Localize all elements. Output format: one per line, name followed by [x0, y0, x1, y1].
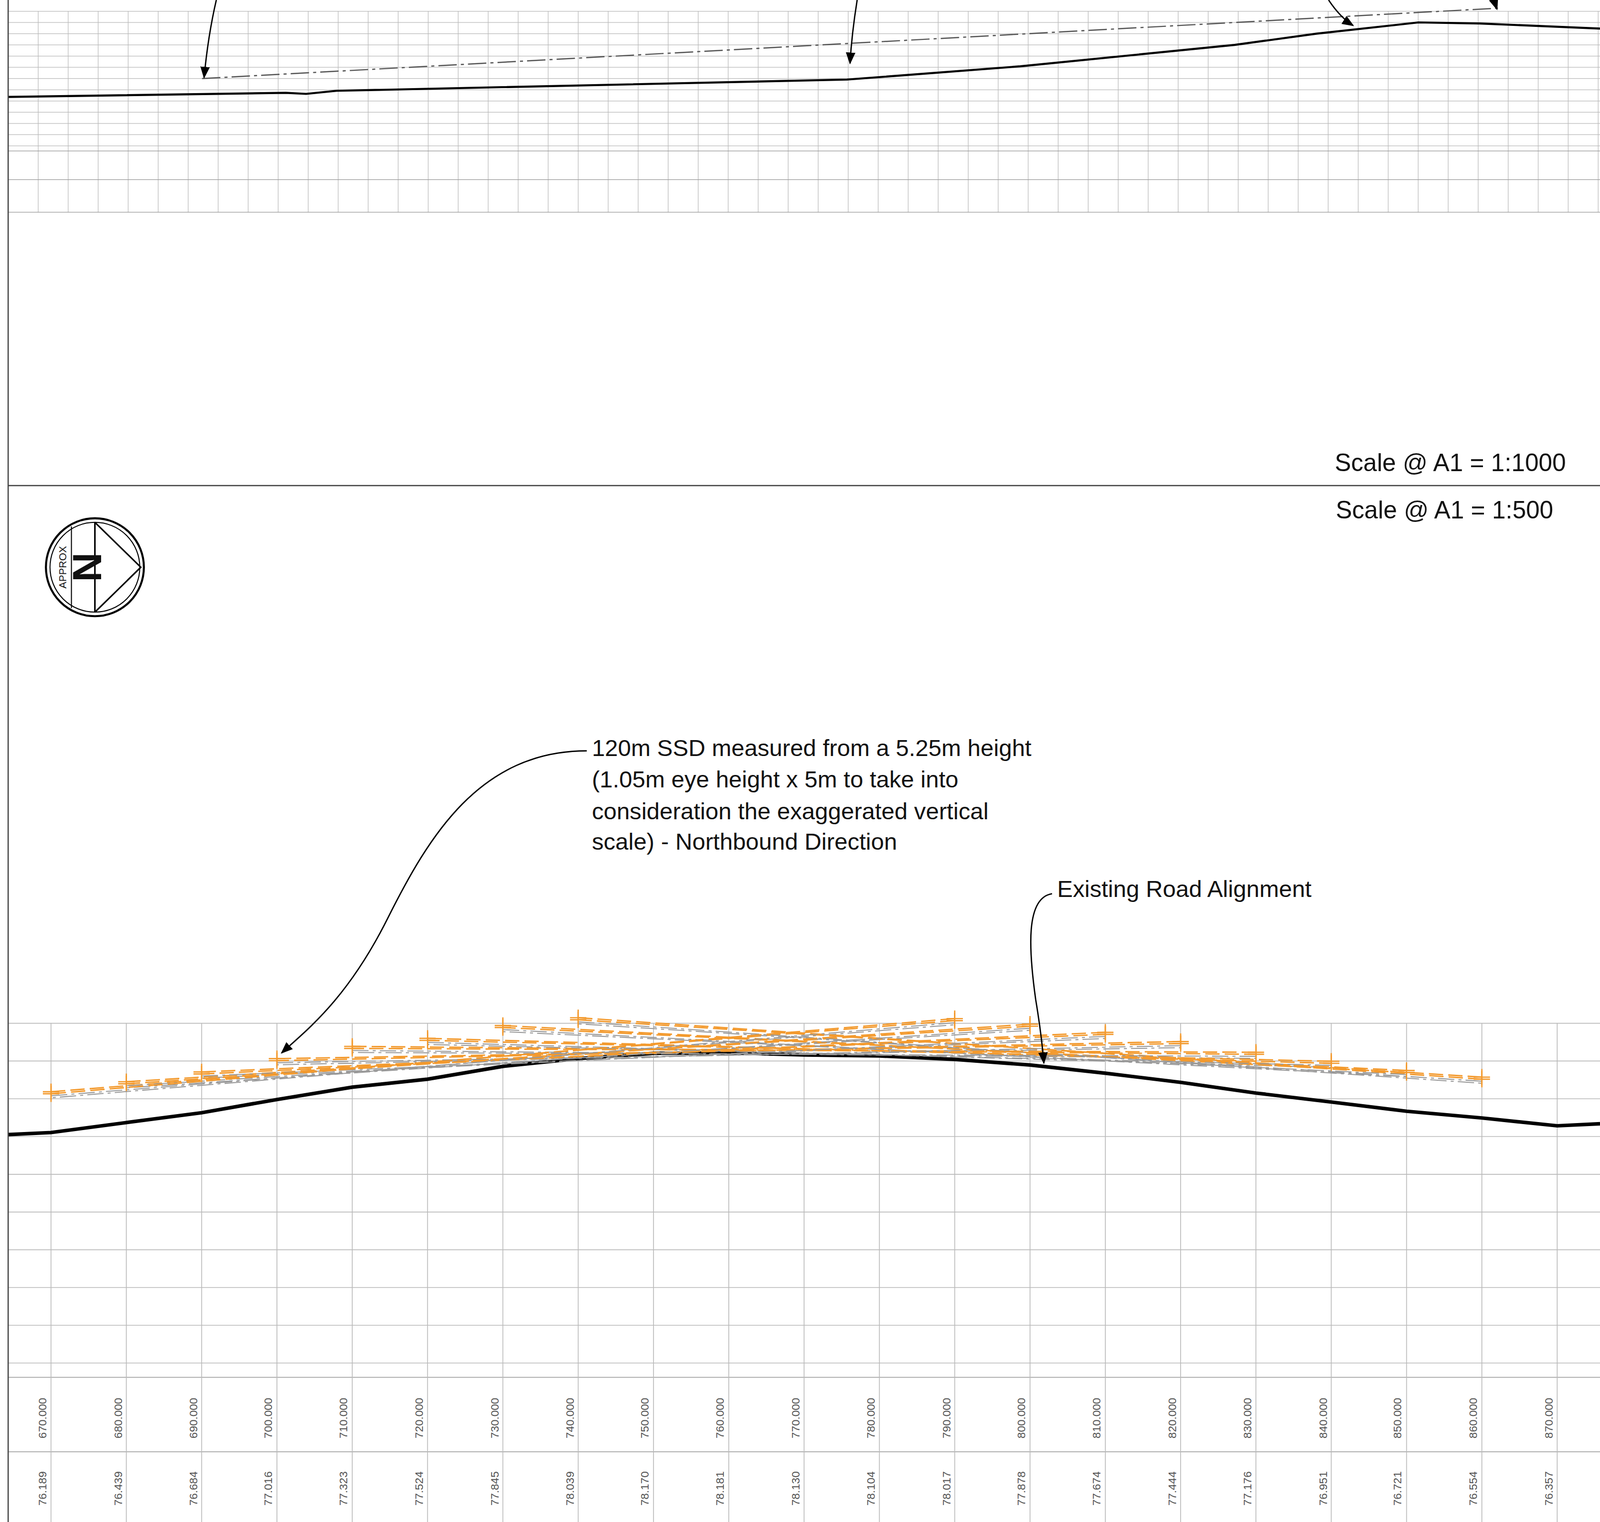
north-approx: APPROX [57, 545, 70, 589]
chainage-value: 840.000 [1316, 1398, 1331, 1439]
chainage-value: 720.000 [412, 1398, 426, 1439]
level-value: 76.357 [1542, 1471, 1556, 1506]
chainage-value: 740.000 [563, 1398, 577, 1439]
callout-note: Existing Road Alignment [1057, 875, 1312, 905]
level-value: 77.878 [1015, 1471, 1029, 1506]
level-value: 77.524 [412, 1471, 426, 1506]
level-value: 77.176 [1240, 1471, 1255, 1506]
chainage-value: 670.000 [36, 1398, 50, 1439]
chainage-value: 810.000 [1090, 1398, 1104, 1439]
level-value: 78.130 [789, 1471, 803, 1506]
chainage-value: 770.000 [789, 1398, 803, 1439]
level-value: 78.017 [939, 1471, 954, 1506]
level-value: 77.444 [1165, 1471, 1180, 1506]
level-value: 77.845 [488, 1471, 502, 1506]
chainage-value: 780.000 [864, 1398, 878, 1439]
level-value: 78.181 [713, 1471, 728, 1506]
chainage-value: 820.000 [1165, 1398, 1180, 1439]
level-value: 76.439 [111, 1471, 126, 1506]
scale-note: Scale @ A1 = 1:500 [1335, 496, 1554, 526]
level-value: 78.170 [638, 1471, 653, 1506]
level-value: 76.721 [1391, 1471, 1406, 1506]
chainage-value: 750.000 [638, 1398, 653, 1439]
chainage-value: 800.000 [1015, 1398, 1029, 1439]
chainage-value: 760.000 [713, 1398, 728, 1439]
level-value: 78.039 [563, 1471, 577, 1506]
level-value: 76.189 [36, 1471, 50, 1506]
level-value: 77.674 [1090, 1471, 1104, 1506]
chainage-value: 830.000 [1240, 1398, 1255, 1439]
chainage-value: 690.000 [186, 1398, 201, 1439]
north-letter: N [62, 552, 112, 582]
chainage-value: 860.000 [1466, 1398, 1481, 1439]
scale-note: Scale @ A1 = 1:1000 [1334, 448, 1566, 479]
chainage-value: 850.000 [1391, 1398, 1406, 1439]
level-value: 76.554 [1466, 1471, 1481, 1506]
chainage-value: 730.000 [488, 1398, 502, 1439]
level-value: 77.323 [337, 1471, 351, 1506]
chainage-value: 790.000 [939, 1398, 954, 1439]
level-value: 76.951 [1316, 1471, 1331, 1506]
level-value: 78.104 [864, 1471, 878, 1506]
level-value: 77.016 [262, 1471, 276, 1506]
chainage-value: 680.000 [111, 1398, 126, 1439]
chainage-value: 700.000 [262, 1398, 276, 1439]
level-value: 76.684 [186, 1471, 201, 1506]
callout-note: 120m SSD measured from a 5.25m height (1… [591, 732, 1041, 859]
chainage-value: 870.000 [1542, 1398, 1556, 1439]
chainage-value: 710.000 [337, 1398, 351, 1439]
